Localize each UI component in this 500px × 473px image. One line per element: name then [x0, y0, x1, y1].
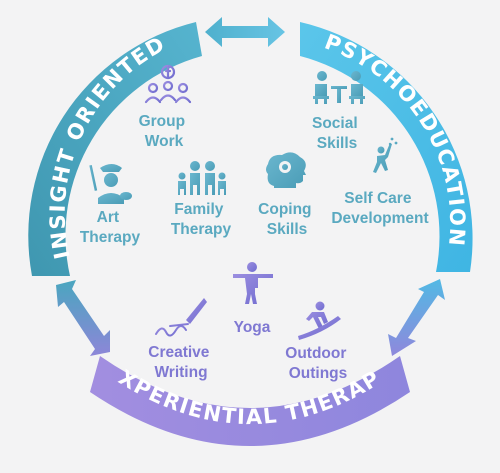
art-therapy-label: Art Therapy [80, 209, 141, 246]
social-skills-label: Social Skills [312, 115, 362, 152]
yoga-icon [233, 262, 273, 304]
family-therapy-icon [178, 161, 226, 195]
group-work-label: Group Work [139, 113, 190, 150]
right-double-arrow [388, 279, 445, 356]
outdoor-outings-icon [298, 301, 341, 340]
outdoor-outings-label: Outdoor Outings [285, 345, 350, 382]
family-therapy-label: Family Therapy [171, 201, 232, 238]
creative-writing-label: Creative Writing [148, 344, 214, 381]
top-double-arrow [205, 17, 285, 47]
social-skills-icon [313, 71, 365, 104]
coping-skills-label: Coping Skills [258, 201, 316, 238]
group-work-icon [144, 64, 192, 104]
left-double-arrow [56, 280, 110, 356]
yoga-label: Yoga [234, 319, 271, 336]
self-care-icon [373, 137, 398, 173]
coping-skills-icon [266, 152, 306, 188]
art-therapy-icon [89, 164, 132, 204]
creative-writing-icon [155, 298, 207, 337]
self-care-label: Self Care Development [331, 190, 428, 227]
